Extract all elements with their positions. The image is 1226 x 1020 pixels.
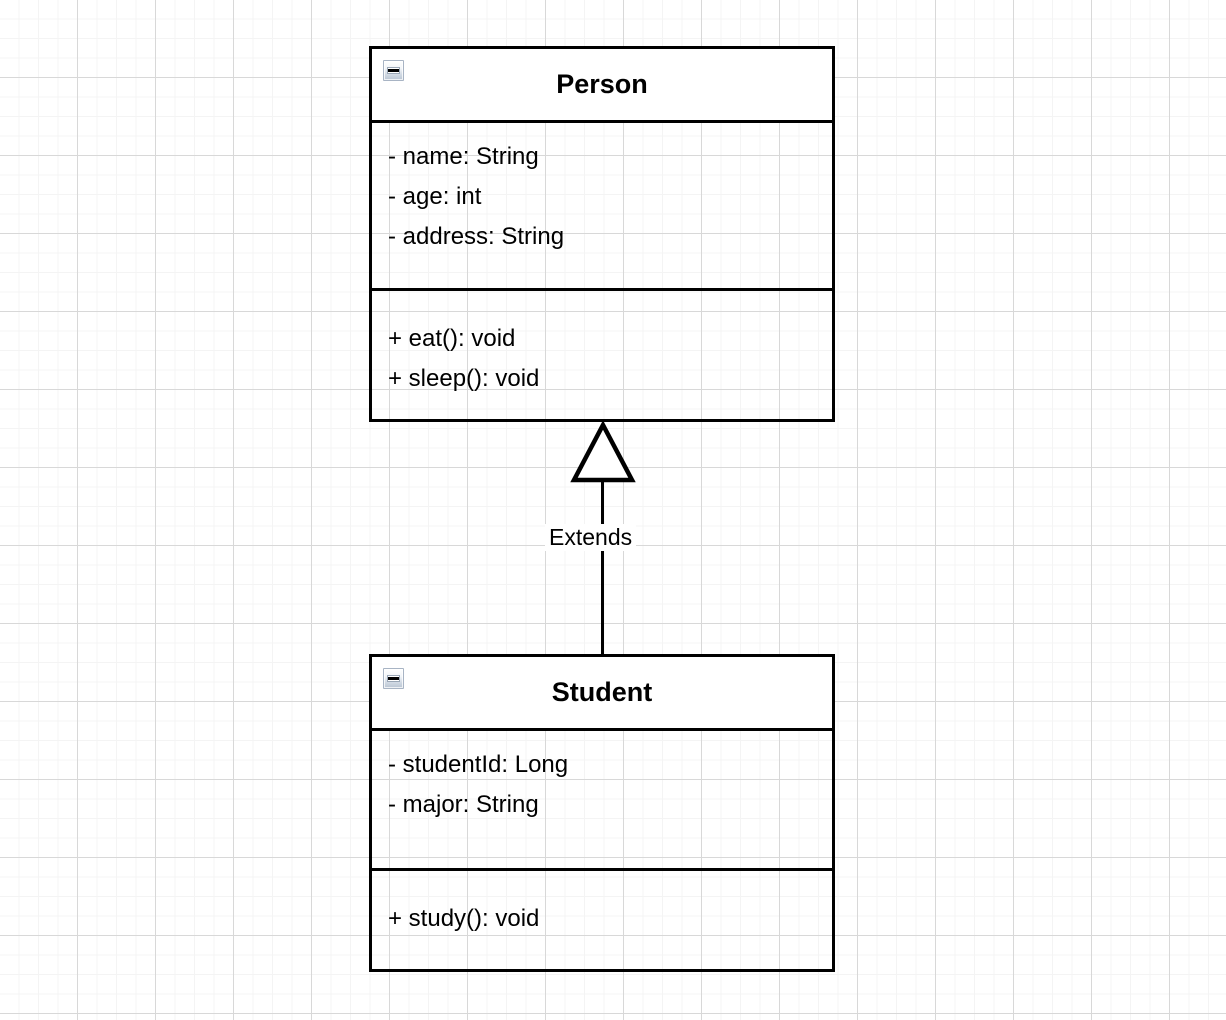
- uml-attribute: - age: int: [388, 183, 482, 210]
- uml-attribute: - address: String: [388, 223, 565, 250]
- collapse-minus-icon[interactable]: [383, 60, 404, 81]
- uml-attribute: - major: String: [388, 791, 539, 818]
- uml-method: + eat(): void: [388, 325, 516, 352]
- uml-class-person[interactable]: Person - name: String - age: int - addre…: [369, 46, 835, 422]
- uml-class-name-person: Person: [556, 69, 648, 99]
- uml-methods-person: + eat(): void + sleep(): void: [372, 291, 832, 422]
- uml-class-header-person[interactable]: Person: [372, 49, 832, 123]
- uml-attributes-student: - studentId: Long - major: String: [372, 731, 832, 871]
- edge-label-extends[interactable]: Extends: [545, 524, 637, 552]
- collapse-icon-inner: [387, 675, 400, 682]
- uml-attributes-person: - name: String - age: int - address: Str…: [372, 123, 832, 291]
- uml-methods-student: + study(): void: [372, 871, 832, 972]
- generalization-connector-line[interactable]: [601, 480, 604, 656]
- uml-method: + study(): void: [388, 905, 540, 932]
- uml-attribute: - studentId: Long: [388, 751, 569, 778]
- hollow-triangle-arrowhead: [570, 422, 636, 483]
- minus-glyph: [388, 69, 399, 72]
- minus-glyph: [388, 677, 399, 680]
- collapse-icon-inner: [387, 67, 400, 74]
- uml-class-header-student[interactable]: Student: [372, 657, 832, 731]
- uml-method: + sleep(): void: [388, 365, 540, 392]
- uml-class-name-student: Student: [551, 677, 653, 707]
- uml-attribute: - name: String: [388, 143, 539, 170]
- uml-class-student[interactable]: Student - studentId: Long - major: Strin…: [369, 654, 835, 972]
- collapse-minus-icon[interactable]: [383, 668, 404, 689]
